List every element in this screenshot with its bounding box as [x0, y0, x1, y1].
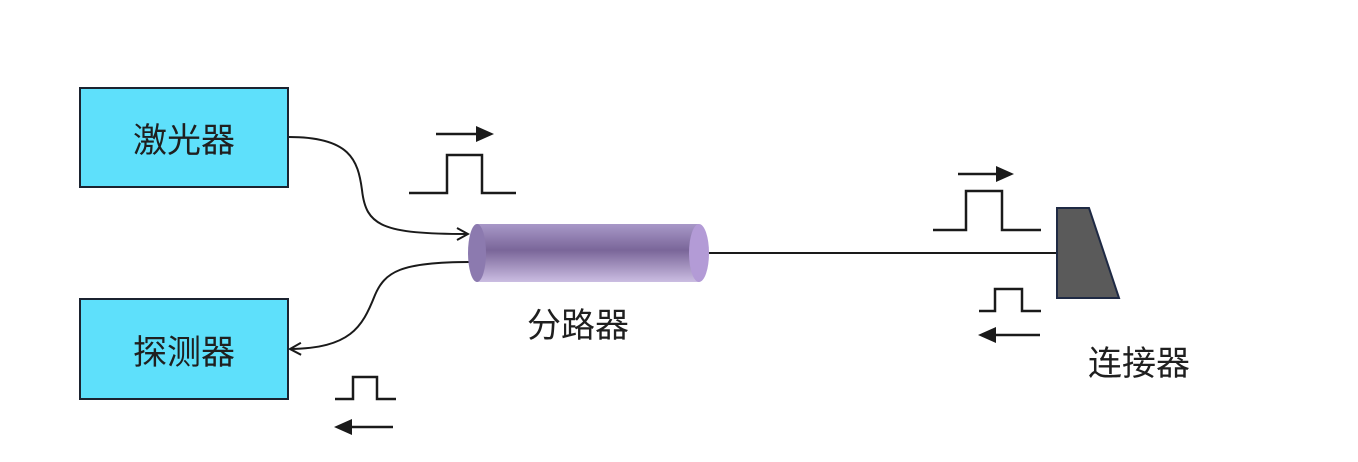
pulse-waveform	[335, 375, 396, 401]
right-arrowhead-icon	[996, 166, 1014, 182]
left-arrowhead-icon	[978, 327, 996, 343]
laser-box: 激光器	[79, 87, 289, 188]
forward-pulse-1	[409, 126, 516, 195]
splitter-label: 分路器	[527, 306, 629, 346]
right-arrowhead-icon	[476, 126, 494, 142]
detector-box: 探测器	[79, 298, 289, 400]
return-pulse-connector	[978, 287, 1041, 343]
return-pulse-detector	[334, 375, 396, 435]
splitter-cylinder	[468, 224, 709, 282]
forward-pulse-2	[933, 166, 1041, 232]
connector-shape	[1056, 207, 1121, 299]
detector-label: 探测器	[133, 332, 235, 373]
pulse-waveform	[979, 287, 1041, 313]
pulse-waveform	[933, 189, 1041, 232]
pulse-waveform	[409, 153, 516, 195]
detector-fiber	[290, 261, 471, 349]
laser-fiber	[288, 136, 468, 234]
laser-label: 激光器	[133, 121, 235, 161]
connector-label: 连接器	[1088, 344, 1190, 384]
left-arrowhead-icon	[334, 419, 352, 435]
